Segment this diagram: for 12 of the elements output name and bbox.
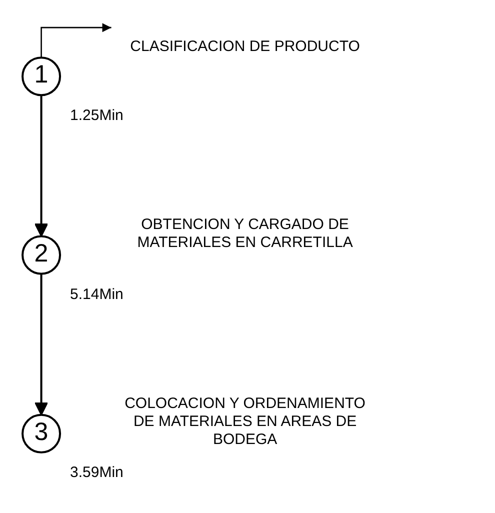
step-description: CLASIFICACION DE PRODUCTO — [129, 38, 361, 56]
step-description: COLOCACION Y ORDENAMIENTO DE MATERIALES EN AREAS DE BODEGA — [124, 394, 366, 449]
step-description: OBTENCION Y CARGADO DE MATERIALES EN CARRETILLA — [136, 216, 354, 252]
circle-node: 2 — [22, 235, 62, 275]
step-duration: 5.14Min — [70, 286, 124, 303]
circle-node: 1 — [22, 56, 62, 96]
step-duration: 3.59Min — [70, 464, 124, 482]
arrow — [34, 274, 48, 416]
arrow — [40, 23, 112, 58]
step-duration: 1.25Min — [70, 107, 124, 124]
arrow — [34, 95, 48, 237]
circle-node: 3 — [22, 414, 62, 454]
